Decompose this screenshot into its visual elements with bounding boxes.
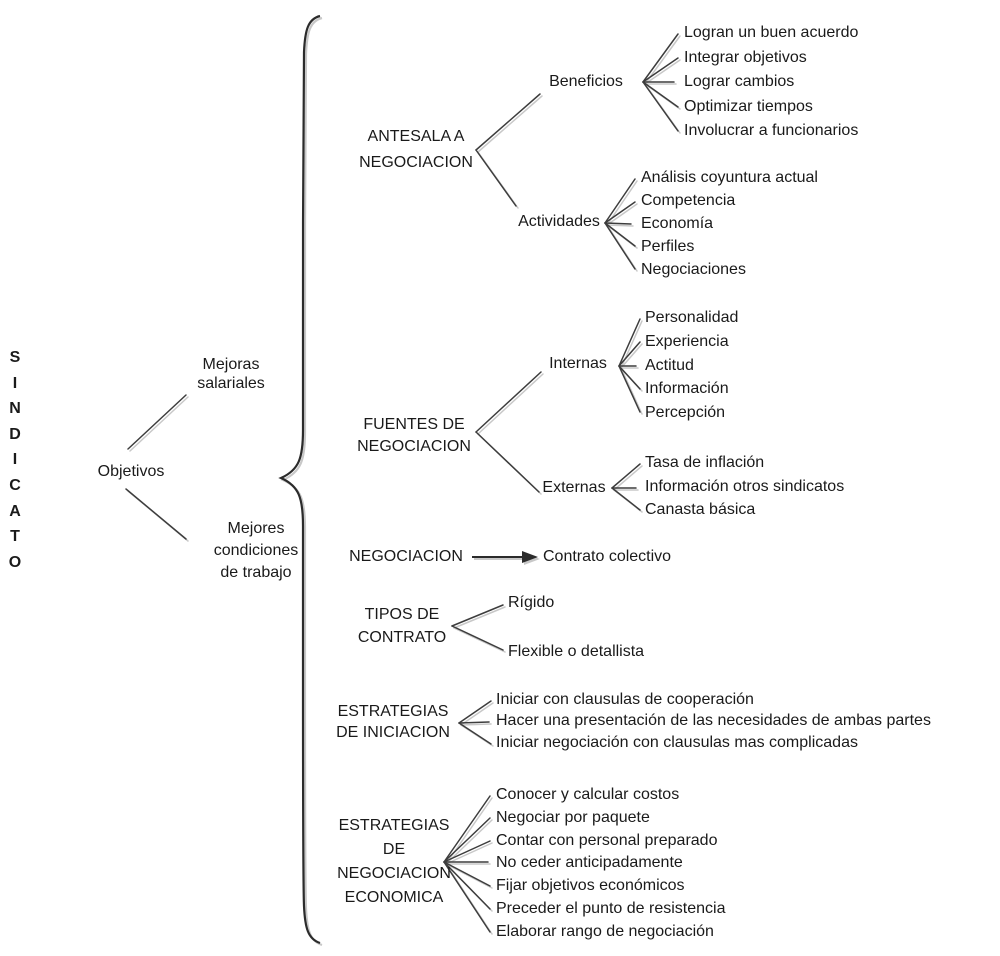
economica-item: Contar con personal preparado <box>496 832 718 849</box>
economica-item: Preceder el punto de resistencia <box>496 900 726 917</box>
node-actividades: Actividades <box>518 213 600 230</box>
label-line: Mejoras <box>202 356 260 373</box>
label-line: condiciones <box>213 542 299 559</box>
label-line: Mejores <box>227 520 285 537</box>
label-line: ESTRATEGIAS <box>338 817 450 834</box>
label-line: ESTRATEGIAS <box>337 703 449 720</box>
node-beneficios: Beneficios <box>549 73 623 90</box>
label-line: NEGOCIACION <box>337 865 451 882</box>
sindicato-letter: S <box>9 349 21 366</box>
label-line: FUENTES DE <box>363 416 465 433</box>
sindicato-letter: I <box>12 374 18 392</box>
sindicato-letter: D <box>9 425 21 443</box>
label-line: TIPOS DE <box>364 606 440 623</box>
iniciacion-item: Iniciar negociación con clausulas mas co… <box>496 734 858 751</box>
economica-item: No ceder anticipadamente <box>496 854 683 871</box>
node-fuentes-title: FUENTES DE NEGOCIACION <box>357 414 471 458</box>
label-line: DE INICIACION <box>336 724 450 741</box>
sindicato-letter: T <box>10 528 20 546</box>
economica-item: Negociar por paquete <box>496 809 650 826</box>
beneficios-item: Logran un buen acuerdo <box>684 24 859 41</box>
node-externas: Externas <box>542 479 606 496</box>
label-line: salariales <box>197 375 265 392</box>
node-iniciacion-title: ESTRATEGIAS DE INICIACION <box>336 701 450 743</box>
sindicato-letter: I <box>12 451 18 469</box>
internas-item: Información <box>645 380 729 397</box>
externas-item: Tasa de inflación <box>645 454 765 471</box>
iniciacion-item: Hacer una presentación de las necesidade… <box>496 712 931 729</box>
iniciacion-item: Iniciar con clausulas de cooperación <box>496 691 754 708</box>
node-tipos-title: TIPOS DE CONTRATO <box>358 603 446 649</box>
label-line: de trabajo <box>220 564 292 581</box>
node-mejoras-salariales: Mejoras salariales <box>197 355 265 393</box>
actividades-item: Economía <box>641 215 714 232</box>
beneficios-item: Optimizar tiempos <box>684 98 813 115</box>
node-internas: Internas <box>549 355 607 372</box>
label-line: ANTESALA A <box>367 128 465 145</box>
beneficios-item: Lograr cambios <box>684 73 795 90</box>
actividades-item: Negociaciones <box>641 261 746 278</box>
internas-item: Experiencia <box>645 333 729 350</box>
tipos-item: Flexible o detallista <box>508 643 645 660</box>
node-negociacion-title: NEGOCIACION <box>349 548 463 565</box>
label-line: DE <box>382 841 406 858</box>
externas-item: Información otros sindicatos <box>645 478 845 495</box>
label-line: NEGOCIACION <box>357 438 471 455</box>
label-line: CONTRATO <box>357 629 447 646</box>
node-objetivos: Objetivos <box>97 463 165 480</box>
internas-item: Actitud <box>645 357 694 374</box>
node-mejores-condiciones: Mejores condiciones de trabajo <box>214 518 299 584</box>
actividades-item: Análisis coyuntura actual <box>641 169 818 186</box>
economica-item: Fijar objetivos económicos <box>496 877 685 894</box>
sindicato-letter: O <box>8 553 22 571</box>
arrowhead <box>522 551 538 563</box>
sindicato-letter: A <box>9 502 21 520</box>
externas-item: Canasta básica <box>645 501 756 518</box>
beneficios-item: Involucrar a funcionarios <box>684 122 859 139</box>
economica-item: Elaborar rango de negociación <box>496 923 714 940</box>
tipos-item: Rígido <box>508 594 555 611</box>
label-line: ECONOMICA <box>344 889 444 906</box>
node-antesala-title: ANTESALA A NEGOCIACION <box>359 124 473 176</box>
actividades-item: Competencia <box>641 192 736 209</box>
internas-item: Percepción <box>645 404 726 421</box>
node-economica-title: ESTRATEGIAS DE NEGOCIACION ECONOMICA <box>337 814 451 910</box>
actividades-item: Perfiles <box>641 238 695 255</box>
internas-item: Personalidad <box>645 309 739 326</box>
negociacion-result: Contrato colectivo <box>543 548 672 565</box>
economica-item: Conocer y calcular costos <box>496 786 680 803</box>
node-sindicato: S I N D I C A T O <box>7 345 23 575</box>
curly-brace <box>278 14 321 945</box>
label-line: NEGOCIACION <box>359 154 473 171</box>
beneficios-item: Integrar objetivos <box>684 49 807 66</box>
sindicato-letter: C <box>9 476 21 494</box>
sindicato-letter: N <box>9 400 21 418</box>
